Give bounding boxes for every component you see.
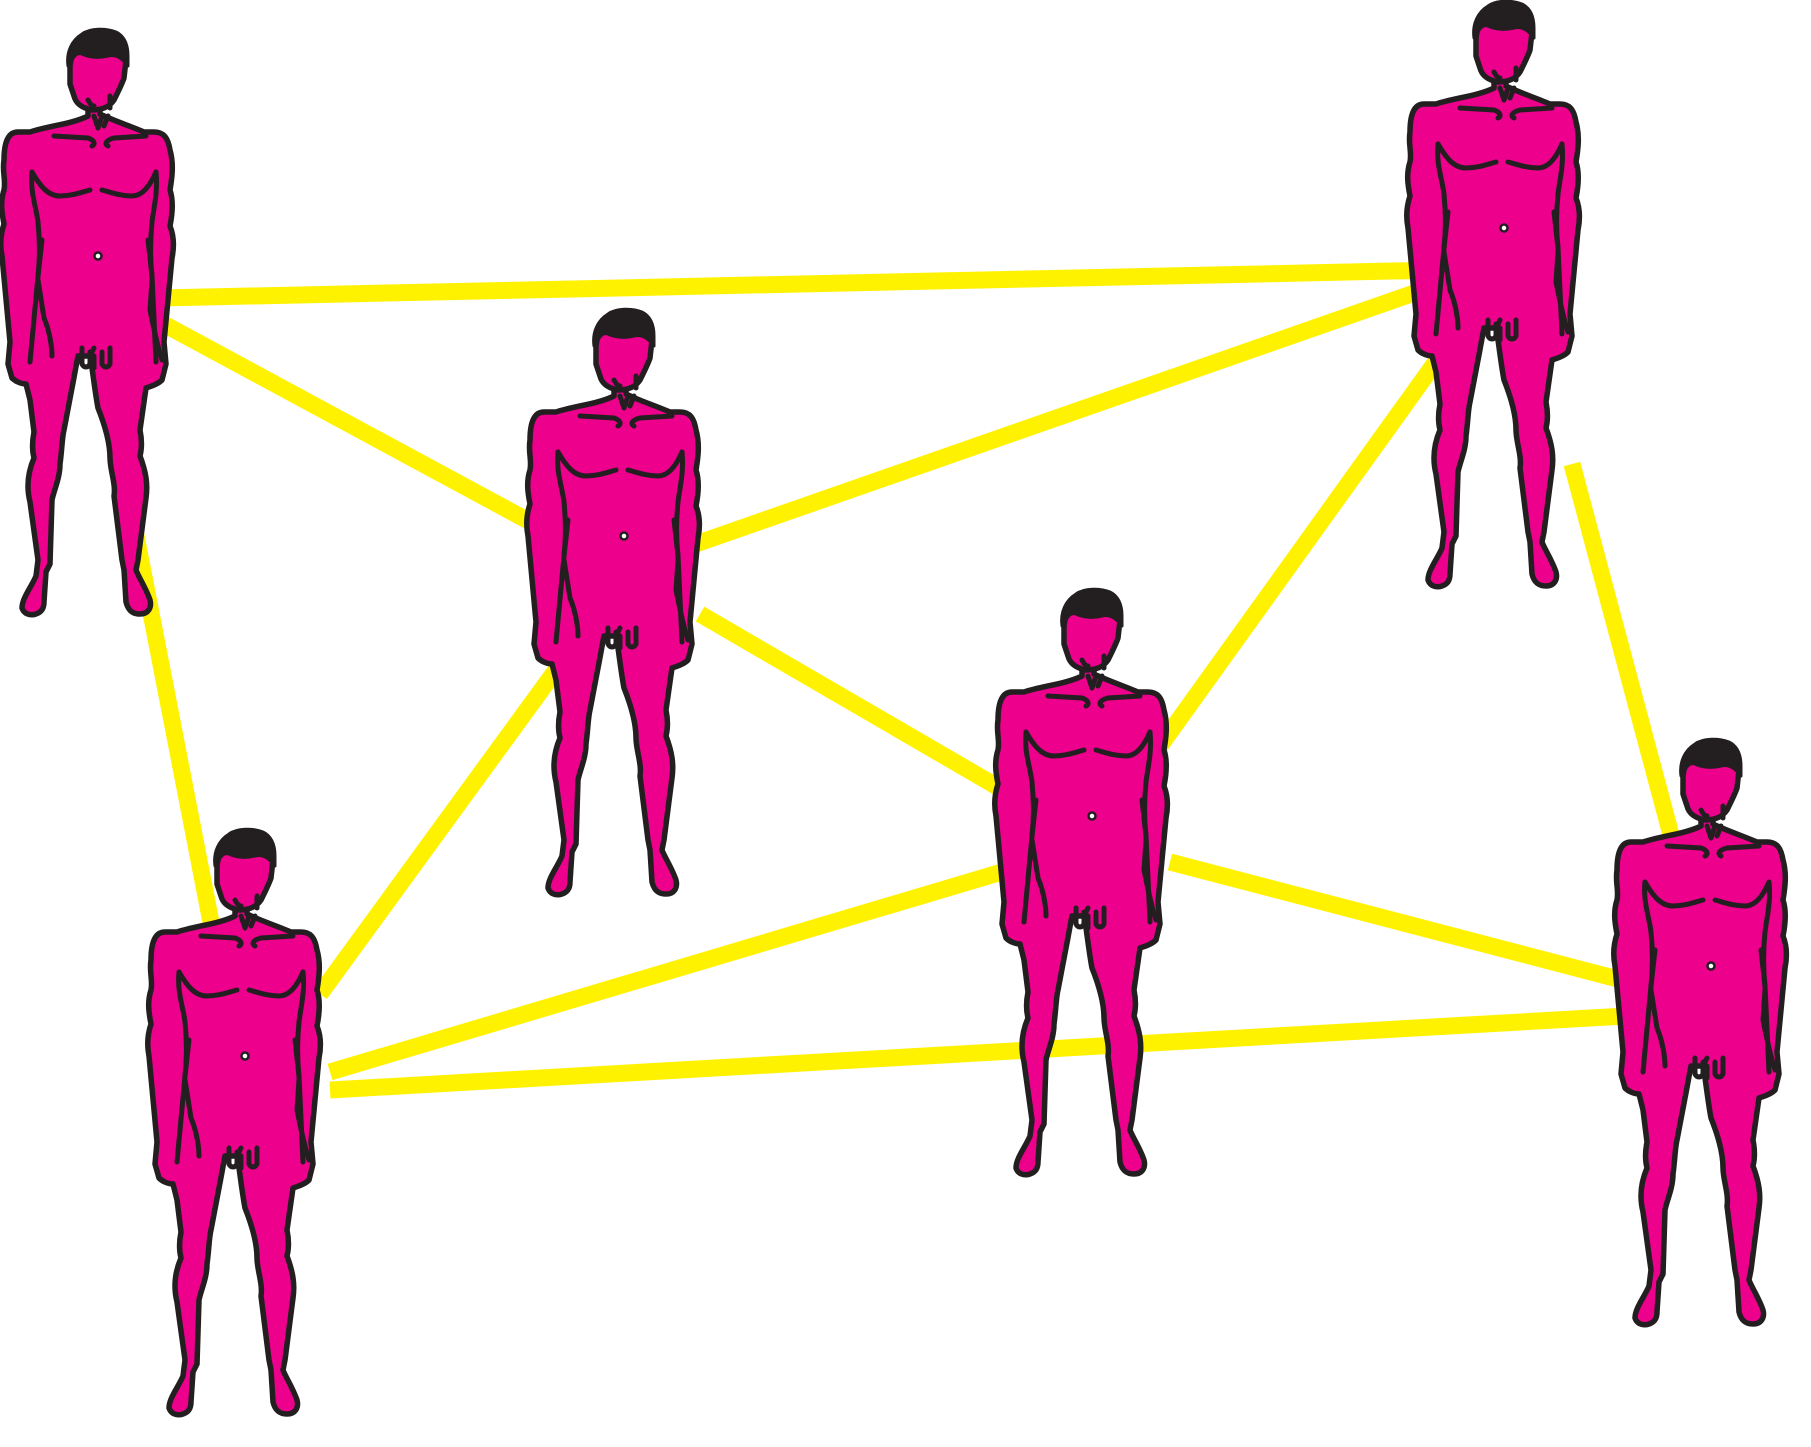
standing-man-person-2-icon (1407, 1, 1580, 587)
connection-line-person-1-person-2 (160, 270, 1440, 298)
connection-line-person-2-person-5 (1160, 356, 1440, 746)
connection-line-person-3-person-5 (700, 614, 1020, 800)
connection-line-person-2-person-6 (1572, 464, 1682, 876)
connection-line-person-1-person-3 (160, 322, 560, 538)
standing-man-person-6-icon (1614, 739, 1787, 1325)
standing-man-person-5-icon (995, 589, 1168, 1175)
connection-line-person-4-person-5 (330, 866, 1022, 1072)
connection-line-person-4-person-6 (330, 1014, 1660, 1090)
connection-line-person-5-person-6 (1170, 862, 1660, 990)
people-layer (1, 1, 1787, 1415)
standing-man-person-3-icon (527, 309, 700, 895)
connection-line-person-3-person-4 (320, 670, 556, 994)
standing-man-person-4-icon (148, 829, 321, 1415)
standing-man-person-1-icon (1, 29, 174, 615)
